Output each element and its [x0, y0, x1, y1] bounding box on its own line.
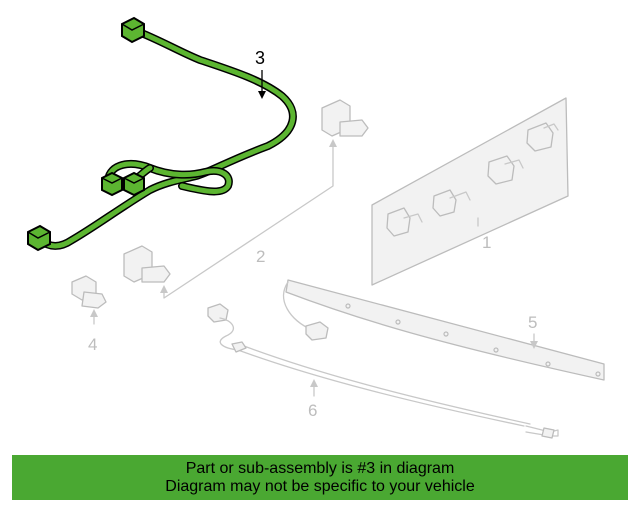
- sensor-upper: [321, 99, 369, 137]
- sensor-lower: [123, 245, 171, 283]
- harness-connector-mid-b: [123, 171, 145, 197]
- info-banner: Part or sub-assembly is #3 in diagram Di…: [12, 455, 628, 500]
- parts-diagram: 1 2: [27, 16, 605, 439]
- callout-6[interactable]: 6: [308, 401, 317, 420]
- part-5-mounting-strip: 5: [283, 279, 605, 381]
- part-2-sensors: 2: [123, 99, 369, 299]
- panel-bracket: [386, 207, 423, 237]
- harness-connector-mid-a: [101, 171, 123, 197]
- panel-bracket: [487, 155, 524, 185]
- part-1-bumper-panel: 1: [371, 97, 569, 286]
- harness-connector-top: [121, 16, 145, 44]
- harness-connector-left: [27, 224, 51, 252]
- banner-line-2: Diagram may not be specific to your vehi…: [165, 477, 475, 495]
- callout-1[interactable]: 1: [482, 233, 491, 252]
- part-3-wiring-harness: 3: [27, 16, 297, 252]
- callout-2[interactable]: 2: [256, 247, 265, 266]
- panel-bracket: [526, 122, 559, 152]
- callout-4[interactable]: 4: [88, 335, 97, 354]
- callout-3[interactable]: 3: [255, 48, 265, 68]
- banner-line-1: Part or sub-assembly is #3 in diagram: [185, 459, 455, 477]
- panel-bracket: [432, 189, 471, 217]
- callout-5[interactable]: 5: [528, 313, 537, 332]
- part-4-clip: 4: [71, 275, 107, 354]
- part-6-cable: 6: [207, 303, 559, 439]
